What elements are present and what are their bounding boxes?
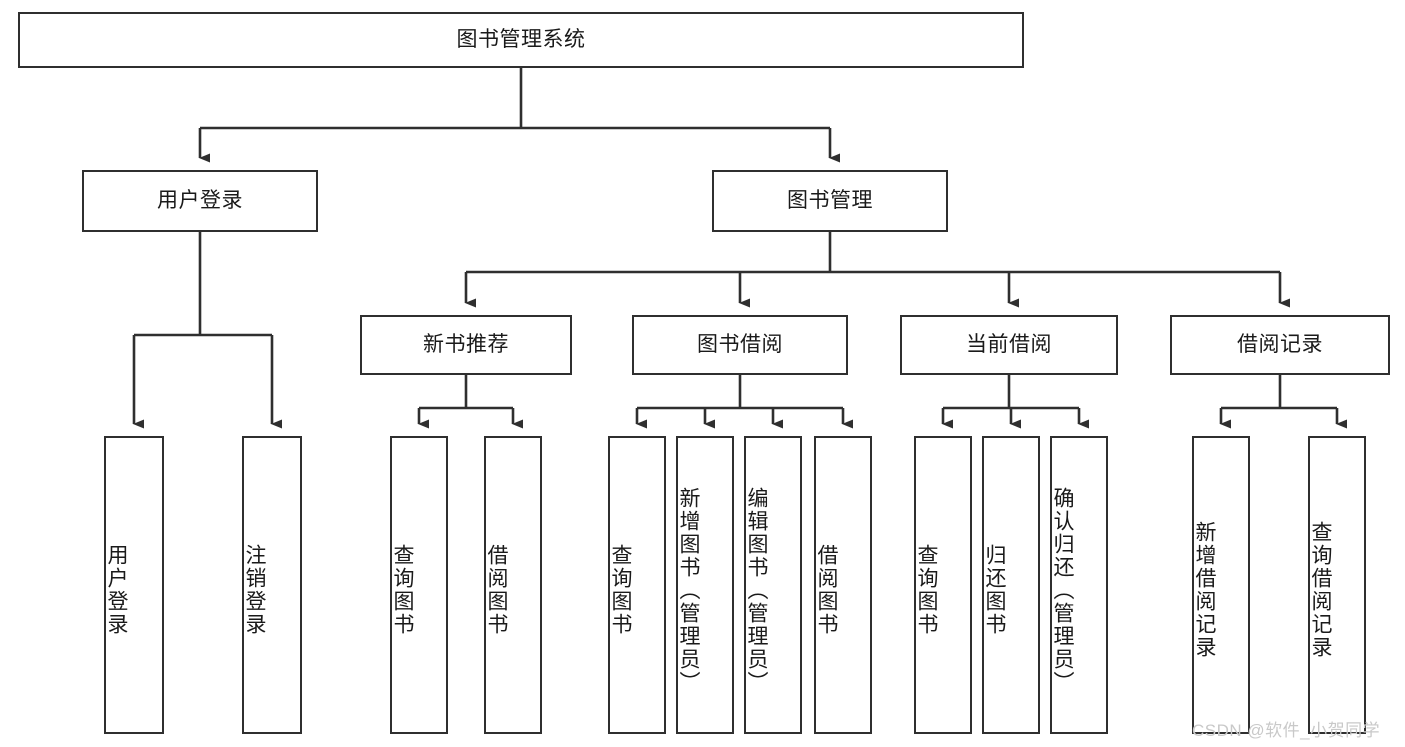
node-new-book-recommend[interactable]: 新书推荐 — [360, 315, 572, 375]
leaf-query-book-borrow-label: 查询图书 — [609, 544, 632, 636]
leaf-logout[interactable]: 注销登录 — [242, 436, 302, 734]
leaf-query-borrow-record[interactable]: 查询借阅记录 — [1308, 436, 1366, 734]
leaf-confirm-return-admin-label: 确认归还（管理员） — [1051, 486, 1074, 694]
leaf-add-borrow-record-label: 新增借阅记录 — [1193, 521, 1216, 659]
leaf-query-book-current-label: 查询图书 — [915, 544, 938, 636]
node-book-borrow-label: 图书借阅 — [697, 332, 783, 356]
node-book-management[interactable]: 图书管理 — [712, 170, 948, 232]
node-current-borrow-label: 当前借阅 — [966, 332, 1052, 356]
leaf-return-book[interactable]: 归还图书 — [982, 436, 1040, 734]
leaf-add-book-admin-label: 新增图书（管理员） — [677, 486, 700, 694]
leaf-borrow-book-label: 借阅图书 — [815, 544, 838, 636]
leaf-edit-book-admin[interactable]: 编辑图书（管理员） — [744, 436, 802, 734]
leaf-logout-label: 注销登录 — [243, 544, 266, 636]
node-new-book-recommend-label: 新书推荐 — [423, 332, 509, 356]
node-user-login-label: 用户登录 — [157, 188, 243, 212]
leaf-query-borrow-record-label: 查询借阅记录 — [1309, 521, 1332, 659]
csdn-watermark: CSDN @软件_小贺同学 — [1192, 721, 1381, 740]
leaf-query-book-borrow[interactable]: 查询图书 — [608, 436, 666, 734]
leaf-add-book-admin[interactable]: 新增图书（管理员） — [676, 436, 734, 734]
leaf-borrow-book-newbook[interactable]: 借阅图书 — [484, 436, 542, 734]
node-borrow-record[interactable]: 借阅记录 — [1170, 315, 1390, 375]
leaf-return-book-label: 归还图书 — [983, 544, 1006, 636]
leaf-edit-book-admin-label: 编辑图书（管理员） — [745, 486, 768, 694]
leaf-borrow-book[interactable]: 借阅图书 — [814, 436, 872, 734]
leaf-confirm-return-admin[interactable]: 确认归还（管理员） — [1050, 436, 1108, 734]
node-book-borrow[interactable]: 图书借阅 — [632, 315, 848, 375]
node-current-borrow[interactable]: 当前借阅 — [900, 315, 1118, 375]
leaf-query-book-newbook[interactable]: 查询图书 — [390, 436, 448, 734]
node-root[interactable]: 图书管理系统 — [18, 12, 1024, 68]
leaf-query-book-current[interactable]: 查询图书 — [914, 436, 972, 734]
node-borrow-record-label: 借阅记录 — [1237, 332, 1323, 356]
leaf-add-borrow-record[interactable]: 新增借阅记录 — [1192, 436, 1250, 734]
leaf-user-login-label: 用户登录 — [105, 544, 128, 636]
node-book-management-label: 图书管理 — [787, 188, 873, 212]
leaf-user-login[interactable]: 用户登录 — [104, 436, 164, 734]
node-root-label: 图书管理系统 — [456, 27, 586, 51]
leaf-borrow-book-newbook-label: 借阅图书 — [485, 544, 508, 636]
node-user-login[interactable]: 用户登录 — [82, 170, 318, 232]
leaf-query-book-newbook-label: 查询图书 — [391, 544, 414, 636]
